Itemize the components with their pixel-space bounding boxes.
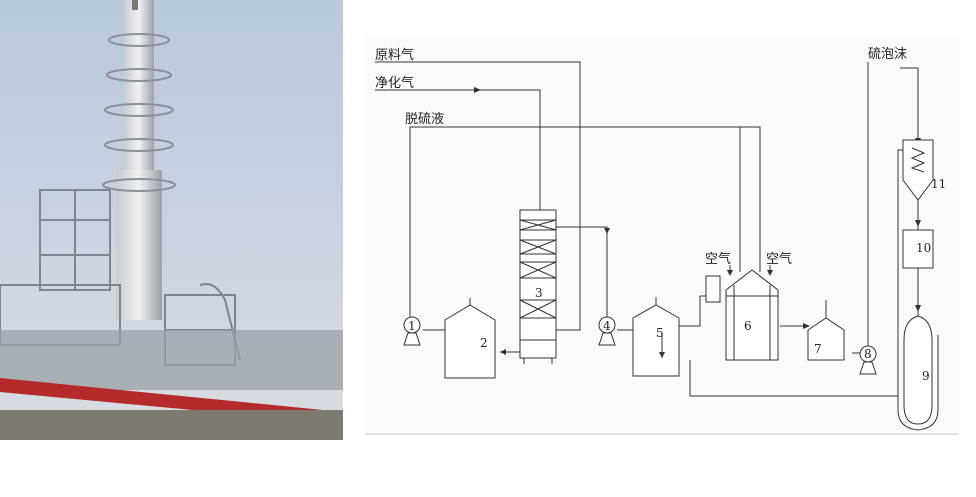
tank-7: 7	[807, 300, 845, 361]
regenerator-6: 6	[705, 269, 779, 361]
pump-1: 1	[403, 316, 421, 346]
air-inlets	[727, 265, 773, 276]
svg-text:10: 10	[916, 241, 931, 255]
main-tower	[102, 0, 176, 320]
label-air-left: 空气	[705, 251, 731, 267]
tank-5: 5	[632, 297, 680, 377]
svg-text:3: 3	[535, 286, 543, 300]
label-raw-gas: 原料气	[375, 47, 414, 63]
svg-text:11: 11	[931, 177, 946, 191]
label-sulfur-foam: 硫泡沫	[868, 47, 907, 62]
unit-11: 11	[902, 139, 946, 201]
label-purified-gas: 净化气	[375, 75, 414, 91]
pump-4: 4	[598, 316, 616, 346]
plant-base	[0, 330, 343, 390]
svg-text:2: 2	[480, 336, 488, 350]
pump-8: 8	[859, 345, 877, 375]
tank-2: 2	[444, 298, 496, 379]
plant-photo	[0, 0, 343, 440]
svg-text:6: 6	[744, 319, 752, 333]
process-flow-diagram: 原料气 净化气 脱硫液 硫泡沫 空气 空气 1 2	[364, 35, 960, 437]
unit-10: 10	[902, 229, 934, 269]
svg-text:8: 8	[864, 347, 872, 361]
svg-text:4: 4	[603, 319, 611, 333]
svg-text:5: 5	[656, 326, 664, 340]
svg-text:9: 9	[922, 369, 930, 383]
absorption-tower-3: 3	[519, 209, 557, 364]
label-air-right: 空气	[766, 251, 792, 267]
kettle-9: 9	[897, 315, 939, 431]
svg-text:1: 1	[408, 319, 416, 333]
ground	[0, 410, 343, 440]
label-desulfurization-liquid: 脱硫液	[405, 112, 444, 127]
svg-text:7: 7	[814, 342, 822, 356]
